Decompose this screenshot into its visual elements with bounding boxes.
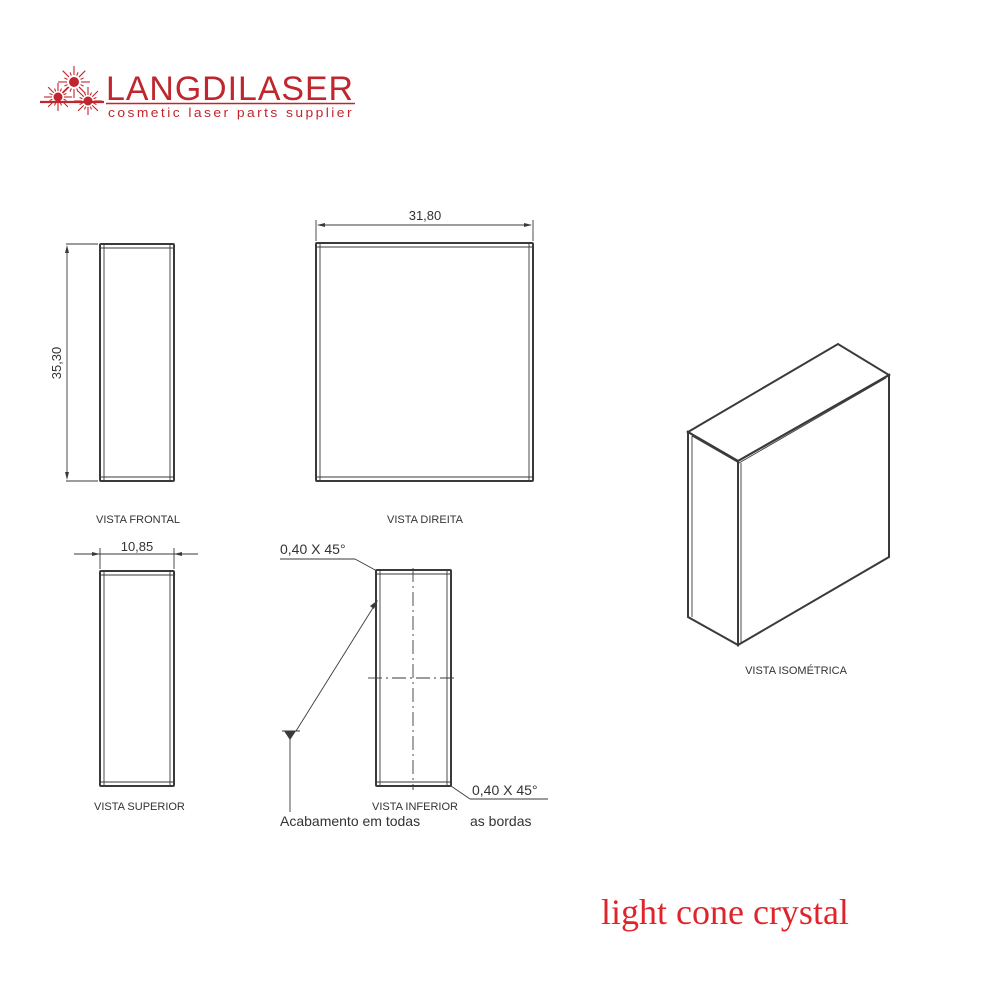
finish-note-part1: Acabamento em todas xyxy=(280,813,420,829)
laser-ray xyxy=(79,97,83,100)
laser-ray xyxy=(93,102,97,105)
laser-ray xyxy=(77,104,85,112)
finish-note-part2: as bordas xyxy=(470,813,531,829)
brand-name: LANGDILASER xyxy=(106,70,354,108)
laser-ray xyxy=(62,70,70,78)
laser-ray xyxy=(89,106,92,110)
laser-ray xyxy=(49,98,53,101)
laser-ray xyxy=(89,92,92,96)
laser-ray xyxy=(78,86,86,94)
laser-ray xyxy=(59,88,62,92)
laser-ray xyxy=(76,88,79,92)
height-dimension-label: 35,30 xyxy=(49,347,64,380)
finish-note: Acabamento em todas as bordas xyxy=(280,813,531,829)
laser-ray xyxy=(61,86,69,94)
laser-ray xyxy=(47,86,55,94)
bottom-view-label: VISTA INFERIOR xyxy=(372,801,458,813)
isometric-view-label: VISTA ISOMÉTRICA xyxy=(745,664,848,677)
front-view-label: VISTA FRONTAL xyxy=(96,514,180,526)
laser-ray xyxy=(80,77,84,80)
brand-tagline: cosmetic laser parts supplier xyxy=(108,106,354,120)
width-dimension-label: 31,80 xyxy=(409,208,442,223)
top-view-label: VISTA SUPERIOR xyxy=(94,801,185,813)
laser-ray xyxy=(63,98,67,101)
laser-burst-icon xyxy=(40,66,104,115)
right-view xyxy=(315,242,534,482)
laser-ray xyxy=(91,104,99,112)
top-view xyxy=(99,570,175,787)
chamfer-callout-top: 0,40 X 45° xyxy=(280,541,378,572)
laser-ray xyxy=(49,93,53,96)
laser-ray xyxy=(76,72,79,76)
laser-ray xyxy=(84,92,87,96)
chamfer-callout-bottom: 0,40 X 45° xyxy=(450,782,548,800)
laser-ray xyxy=(80,84,84,87)
laser-ray xyxy=(69,72,72,76)
laser-ray xyxy=(64,84,68,87)
laser-ray xyxy=(63,93,67,96)
thickness-dimension-label: 10,85 xyxy=(121,539,154,554)
finish-leader xyxy=(282,600,378,812)
front-view xyxy=(99,243,175,482)
width-dimension: 31,80 xyxy=(315,208,534,241)
isometric-view xyxy=(686,342,891,647)
laser-ray xyxy=(84,106,87,110)
right-view-label: VISTA DIREITA xyxy=(387,514,464,526)
bottom-view xyxy=(368,568,457,790)
laser-ray xyxy=(79,102,83,105)
laser-ray xyxy=(64,77,68,80)
laser-ray xyxy=(78,70,86,78)
laser-ray xyxy=(54,88,57,92)
laser-ray xyxy=(77,90,85,98)
product-caption: light cone crystal xyxy=(601,892,849,932)
height-dimension: 35,30 xyxy=(49,243,98,482)
chamfer-bottom-label: 0,40 X 45° xyxy=(472,782,538,798)
chamfer-top-label: 0,40 X 45° xyxy=(280,541,346,557)
laser-ray xyxy=(93,97,97,100)
laser-ray xyxy=(69,88,72,92)
laser-ray xyxy=(62,86,70,94)
laser-ray xyxy=(91,90,99,98)
brand-logo: LANGDILASER cosmetic laser parts supplie… xyxy=(40,66,355,120)
thickness-dimension: 10,85 xyxy=(74,539,198,569)
